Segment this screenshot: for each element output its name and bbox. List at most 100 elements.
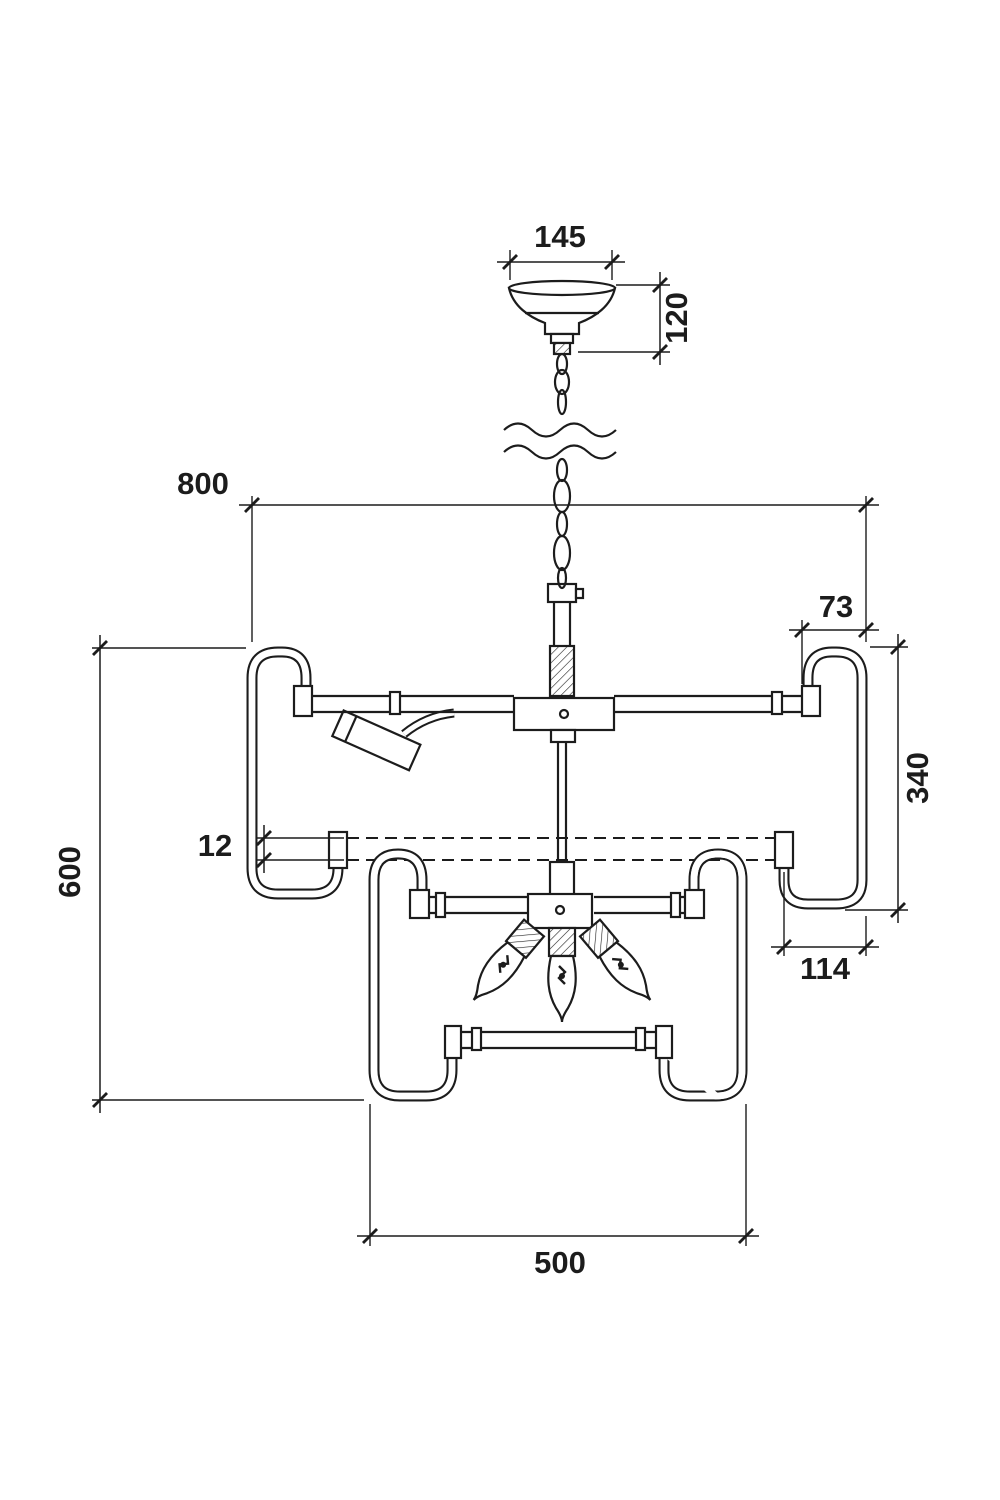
- break-wave: [503, 422, 617, 438]
- lower-socket-body: [548, 860, 576, 898]
- dim-arm-return: 73: [789, 589, 879, 684]
- threaded-hatch: [550, 646, 574, 696]
- dim-label-tier-drop: 340: [900, 752, 935, 804]
- lower-arm-right: [658, 848, 748, 1102]
- stem-side-bolt: [574, 587, 585, 600]
- dim-tick: [890, 639, 906, 655]
- candle-bulb-center: [547, 926, 577, 1023]
- chain-break-symbol: [503, 422, 617, 460]
- arm-tube-bore: [248, 648, 342, 898]
- bar-end-block: [683, 888, 706, 920]
- spot-body: [330, 709, 422, 772]
- chain-link: [555, 457, 569, 483]
- stem-collar: [546, 582, 578, 604]
- dim-lower-return: 114: [771, 872, 879, 986]
- dim-tick: [738, 1228, 754, 1244]
- arm-tube-bore: [780, 648, 866, 908]
- spot-cap-line: [344, 715, 358, 743]
- dim-tick: [858, 497, 874, 513]
- lower-hub: [526, 892, 594, 930]
- bar-sleeve: [770, 690, 784, 716]
- bar-sleeve: [634, 1026, 647, 1052]
- dim-tick: [92, 640, 108, 656]
- bulb-glass: [547, 954, 577, 1023]
- dim-tick: [604, 254, 620, 270]
- chain-link: [556, 388, 568, 416]
- bar-end-block: [292, 684, 314, 718]
- upper-arm-right: [778, 646, 868, 910]
- dim-label-upper-span: 800: [177, 466, 229, 501]
- dim-lower-span: 500: [357, 1104, 759, 1280]
- dim-tier-drop: 340: [845, 634, 935, 923]
- dim-label-canopy-width: 145: [534, 219, 586, 254]
- lower-arm-left: [368, 848, 458, 1102]
- canopy-thread-hatch: [554, 343, 570, 354]
- dim-label-tube-diameter: 12: [198, 828, 232, 863]
- dim-tick: [256, 830, 272, 846]
- arm-end-sleeve: [773, 830, 795, 870]
- bulb-filament-dot: [617, 961, 624, 968]
- dim-tube-diameter: 12: [198, 825, 344, 873]
- dim-label-canopy-height: 120: [659, 292, 694, 344]
- dim-tick: [502, 254, 518, 270]
- dim-tick: [890, 902, 906, 918]
- dim-label-body-height: 600: [52, 846, 87, 898]
- dim-tick: [858, 622, 874, 638]
- dim-tick: [858, 939, 874, 955]
- dim-tick: [92, 1092, 108, 1108]
- suspension-chain: [552, 368, 572, 590]
- center-stem: [512, 582, 616, 898]
- upper-arm-bar: [292, 684, 822, 718]
- bar-sleeve: [434, 891, 447, 919]
- bulb-glass: [472, 940, 526, 1001]
- bar-end-block: [408, 888, 431, 920]
- dim-label-arm-return: 73: [819, 589, 853, 624]
- upper-arm-left: [246, 646, 344, 900]
- upper-hub: [512, 696, 616, 732]
- dim-tick: [362, 1228, 378, 1244]
- bar-end-block: [443, 1024, 463, 1060]
- canopy-nipple: [549, 332, 575, 345]
- arm-tube-bore: [660, 850, 746, 1100]
- spot-neck-bore: [402, 710, 455, 736]
- dim-canopy-width: 145: [497, 219, 625, 280]
- hub-screw: [558, 708, 570, 720]
- hub-under-collar: [549, 728, 577, 744]
- canopy: [507, 279, 617, 376]
- bulb-socket-hatch: [549, 928, 575, 956]
- hub-screw: [554, 904, 566, 916]
- bar-end-block: [800, 684, 822, 718]
- canopy-bell: [507, 286, 617, 336]
- bulb-glass: [598, 940, 652, 1001]
- chain-link: [552, 478, 572, 514]
- dim-body-height: 600: [52, 635, 364, 1113]
- dim-label-lower-span: 500: [534, 1245, 586, 1280]
- dim-tick: [652, 277, 668, 293]
- break-wave: [503, 444, 617, 460]
- dim-tick: [652, 344, 668, 360]
- chain-link: [553, 368, 571, 396]
- dim-tick: [776, 939, 792, 955]
- bar-end-block: [654, 1024, 674, 1060]
- halogen-spot-head: [330, 708, 455, 772]
- arm-end-sleeve: [327, 830, 349, 870]
- lower-arm-bar: [408, 888, 706, 930]
- dim-canopy-height: 120: [578, 272, 694, 365]
- canopy-rim: [507, 279, 617, 297]
- dim-tick: [256, 852, 272, 868]
- dim-tick: [244, 497, 260, 513]
- dim-label-lower-return: 114: [800, 951, 851, 986]
- bar-sleeve: [669, 891, 682, 919]
- chain-link: [556, 566, 568, 590]
- canopy-hook: [555, 352, 569, 376]
- arm-tube-bore: [370, 850, 456, 1100]
- dim-upper-span: 800: [177, 466, 879, 642]
- bulb-filament-dot: [559, 973, 565, 979]
- dim-tick: [794, 622, 810, 638]
- candle-bulb-right: [578, 918, 652, 1001]
- chain-link: [555, 510, 569, 538]
- arm-tube: [778, 646, 868, 910]
- chain-link: [552, 534, 572, 572]
- bottom-glass-bar: [443, 1024, 674, 1060]
